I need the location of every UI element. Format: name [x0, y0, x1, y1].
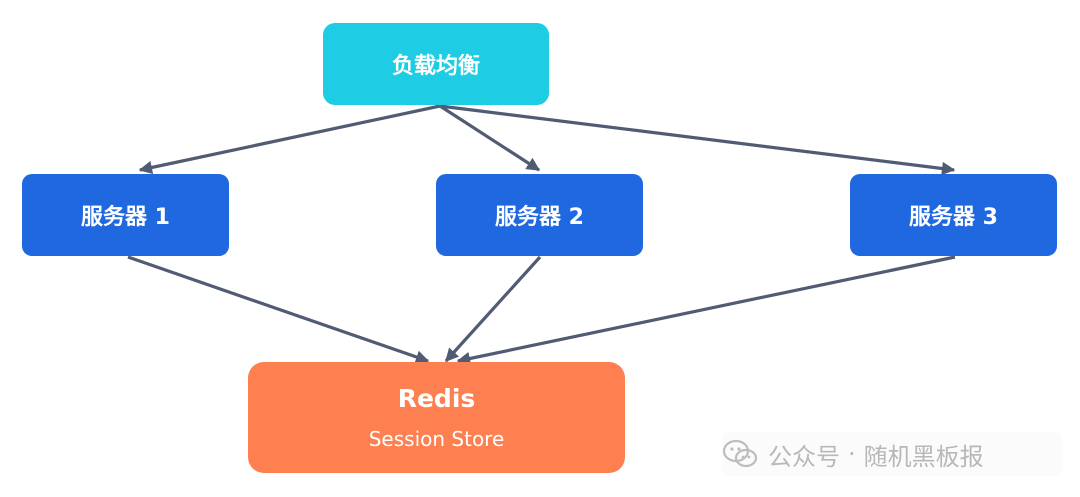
edge-server2-to-redis: [444, 255, 542, 363]
edge-load_balancer-to-server1: [138, 104, 441, 175]
server-1-label: 服务器 1: [81, 205, 170, 230]
edge-server1-to-redis: [127, 255, 430, 364]
server-2-label: 服务器 2: [495, 205, 584, 230]
watermark-separator: ·: [848, 440, 856, 468]
watermark: 公众号 · 随机黑板报: [722, 432, 1062, 476]
redis-title: Redis: [397, 384, 476, 413]
edge-load_balancer-to-server3: [439, 104, 956, 176]
redis-subtitle: Session Store: [368, 427, 505, 451]
wechat-icon: [722, 439, 758, 468]
server-3-node[interactable]: 服务器 3: [850, 174, 1057, 256]
watermark-name: 随机黑板报: [863, 442, 984, 471]
redis-node[interactable]: Redis Session Store: [248, 362, 625, 473]
server-3-label: 服务器 3: [909, 205, 998, 230]
server-1-node[interactable]: 服务器 1: [22, 174, 229, 256]
watermark-prefix: 公众号: [768, 442, 840, 471]
load-balancer-label: 负载均衡: [391, 54, 480, 79]
edge-load_balancer-to-server2: [439, 104, 541, 172]
edge-server3-to-redis: [456, 255, 956, 366]
server-2-node[interactable]: 服务器 2: [436, 174, 643, 256]
load-balancer-node[interactable]: 负载均衡: [323, 23, 549, 105]
